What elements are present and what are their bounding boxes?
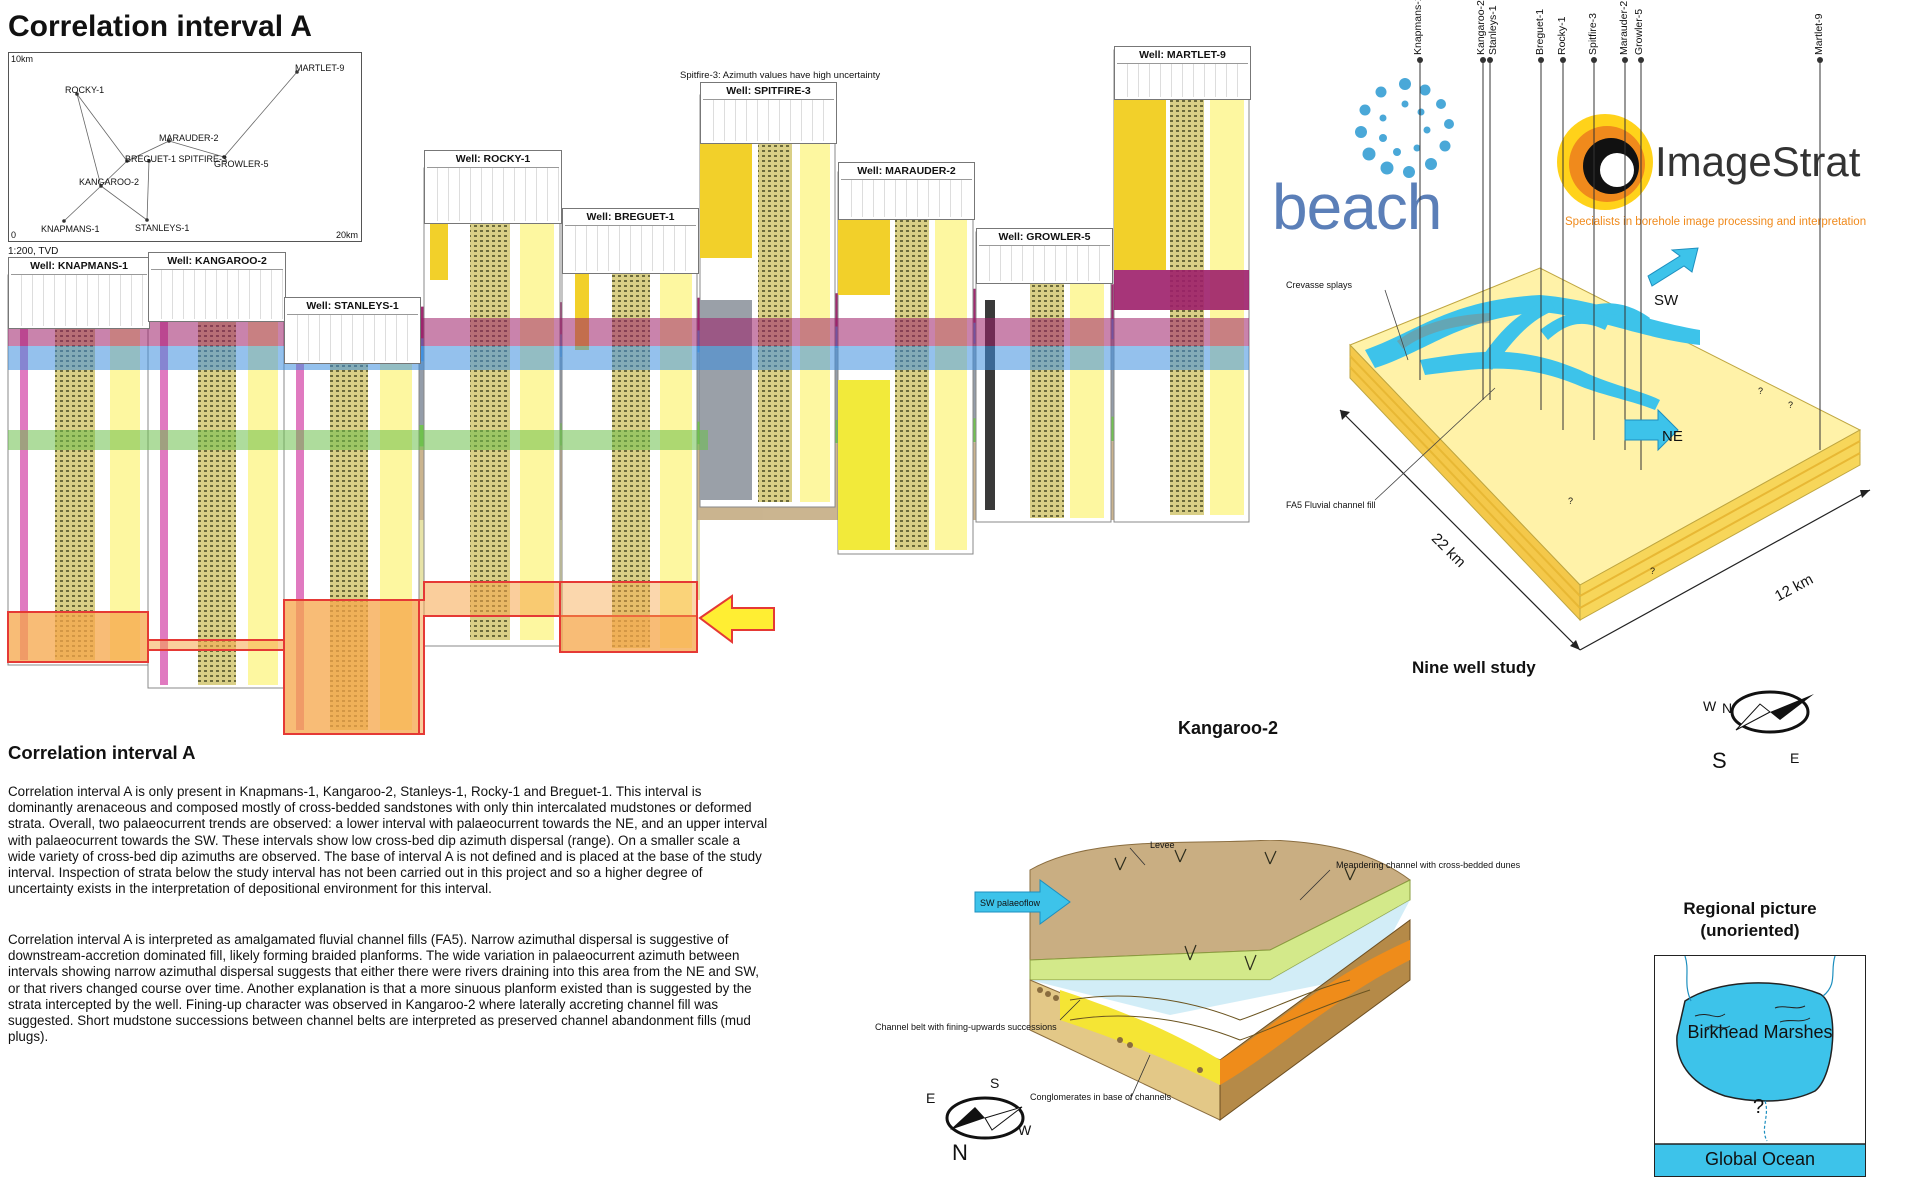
beach-logo-text: beach: [1272, 171, 1442, 243]
map-well-label: ROCKY-1: [65, 85, 105, 95]
well-name: Well: KANGAROO-2: [167, 255, 267, 267]
well-header-kangaroo-2: Well: KANGAROO-2: [148, 252, 286, 322]
regional-map: Birkhead Marshes ? Global Ocean: [1654, 955, 1866, 1177]
well-location-map: 10km 0 20km MARTLET-9 ROCKY-1 MARAUDER-2…: [8, 52, 362, 242]
kangaroo-block-diagram: [974, 840, 1411, 1121]
kangaroo-compass-icon: [945, 1096, 1025, 1140]
meandering-label: Meandering channel with cross-bedded dun…: [1336, 860, 1521, 870]
ne-arrow-label: NE: [1662, 428, 1683, 445]
well-header-knapmans-1: Well: KNAPMANS-1: [8, 257, 150, 329]
sw-arrow-label: SW: [1654, 292, 1679, 309]
levee-label: Levee: [1150, 840, 1175, 850]
marsh-label: Birkhead Marshes: [1687, 1022, 1833, 1042]
block-well-label: Spitfire-3: [1587, 12, 1599, 55]
regional-title-line1: Regional picture: [1683, 899, 1817, 918]
compass-e: E: [1790, 750, 1800, 766]
imagestrat-logo-text: ImageStrat: [1655, 138, 1861, 185]
spitfire-note: Spitfire-3: Azimuth values have high unc…: [680, 70, 881, 81]
map-scale-origin: 0: [11, 230, 17, 240]
well-correlation-panel: [7, 49, 1250, 735]
map-well-label: STANLEYS-1: [135, 223, 190, 233]
question-mark: ?: [1758, 386, 1764, 396]
conglomerates-label: Conglomerates in base of channels: [1030, 1092, 1172, 1102]
map-well-label: MARTLET-9: [295, 63, 345, 73]
map-scale-bottom: 20km: [335, 230, 358, 240]
fa5-label: FA5 Fluvial channel fill: [1286, 500, 1376, 510]
kangaroo-compass-e: E: [926, 1090, 936, 1106]
sw-palaeoflow-label: SW palaeoflow: [980, 898, 1041, 908]
kangaroo-title: Kangaroo-2: [1178, 718, 1279, 738]
imagestrat-tagline: Specialists in borehole image processing…: [1565, 216, 1867, 228]
well-name: Well: GROWLER-5: [998, 231, 1091, 243]
map-well-label: KANGAROO-2: [79, 177, 140, 187]
text-heading: Correlation interval A: [8, 742, 196, 763]
well-name: Well: KNAPMANS-1: [30, 260, 128, 272]
regional-question: ?: [1753, 1096, 1765, 1118]
channel-belt-label: Channel belt with fining-upwards success…: [875, 1022, 1057, 1032]
compass-s: S: [1712, 748, 1727, 773]
well-header-growler-5: Well: GROWLER-5: [976, 228, 1113, 284]
well-header-breguet-1: Well: BREGUET-1: [562, 208, 699, 274]
well-name: Well: ROCKY-1: [455, 153, 531, 165]
well-name: Well: BREGUET-1: [586, 211, 675, 223]
description-paragraph-2: Correlation interval A is interpreted as…: [8, 932, 759, 1045]
question-mark: ?: [1568, 496, 1574, 506]
well-header-marauder-2: Well: MARAUDER-2: [838, 162, 975, 220]
block-well-label: Growler-5: [1633, 8, 1645, 55]
well-header-rocky-1: Well: ROCKY-1: [424, 150, 562, 224]
kangaroo-compass-w: W: [1018, 1122, 1032, 1138]
block-well-label: Marauder-2: [1618, 0, 1630, 55]
map-well-label: BREGUET-1 SPITFIRE-3: [125, 154, 228, 164]
map-well-label: GROWLER-5: [214, 159, 269, 169]
well-column-spitfire-3: [699, 94, 836, 508]
map-well-label: KNAPMANS-1: [41, 224, 100, 234]
crevasse-label: Crevasse splays: [1286, 280, 1353, 290]
page-title: Correlation interval A: [8, 10, 312, 43]
well-header-spitfire-3: Well: SPITFIRE-3: [700, 82, 837, 144]
well-header-stanleys-1: Well: STANLEYS-1: [284, 297, 421, 364]
description-paragraph-1: Correlation interval A is only present i…: [8, 784, 768, 897]
well-name: Well: STANLEYS-1: [306, 300, 399, 312]
well-column-rocky-1: [423, 167, 561, 647]
regional-map-shapes: [1655, 956, 1865, 1176]
kangaroo-compass-s: S: [990, 1075, 1000, 1091]
well-map-lines: [62, 70, 299, 223]
ocean-label: Global Ocean: [1704, 1149, 1816, 1169]
well-column-martlet-9: [1113, 49, 1250, 523]
block-compass-icon: [1730, 690, 1814, 734]
compass-n: N: [1722, 700, 1733, 716]
block-well-label: Breguet-1: [1534, 8, 1546, 55]
beach-logo-icon: [1355, 78, 1454, 178]
well-name: Well: MARAUDER-2: [857, 165, 956, 177]
block-well-label: Stanleys-1: [1487, 5, 1499, 55]
interval-pointer-arrow: [698, 594, 775, 644]
map-well-label: MARAUDER-2: [159, 133, 219, 143]
question-mark: ?: [1650, 566, 1656, 576]
block-diagram: [1339, 57, 1871, 734]
regional-title-line2: (unoriented): [1700, 921, 1800, 940]
map-scale-top: 10km: [11, 54, 34, 64]
regional-title: Regional picture (unoriented): [1650, 898, 1850, 942]
question-mark: ?: [1788, 400, 1794, 410]
block-well-label: Martlet-9: [1813, 13, 1825, 55]
scale-note: 1:200, TVD: [8, 246, 59, 257]
well-name: Well: SPITFIRE-3: [726, 85, 811, 97]
well-header-martlet-9: Well: MARTLET-9: [1114, 46, 1251, 100]
nine-well-study-label: Nine well study: [1412, 658, 1536, 677]
well-name: Well: MARTLET-9: [1139, 49, 1226, 61]
block-well-label: Knapmans-1: [1412, 0, 1424, 55]
block-well-label: Kangaroo-2: [1475, 0, 1487, 55]
compass-w: W: [1703, 698, 1717, 714]
block-well-label: Rocky-1: [1556, 16, 1568, 55]
kangaroo-compass-n: N: [952, 1140, 968, 1165]
